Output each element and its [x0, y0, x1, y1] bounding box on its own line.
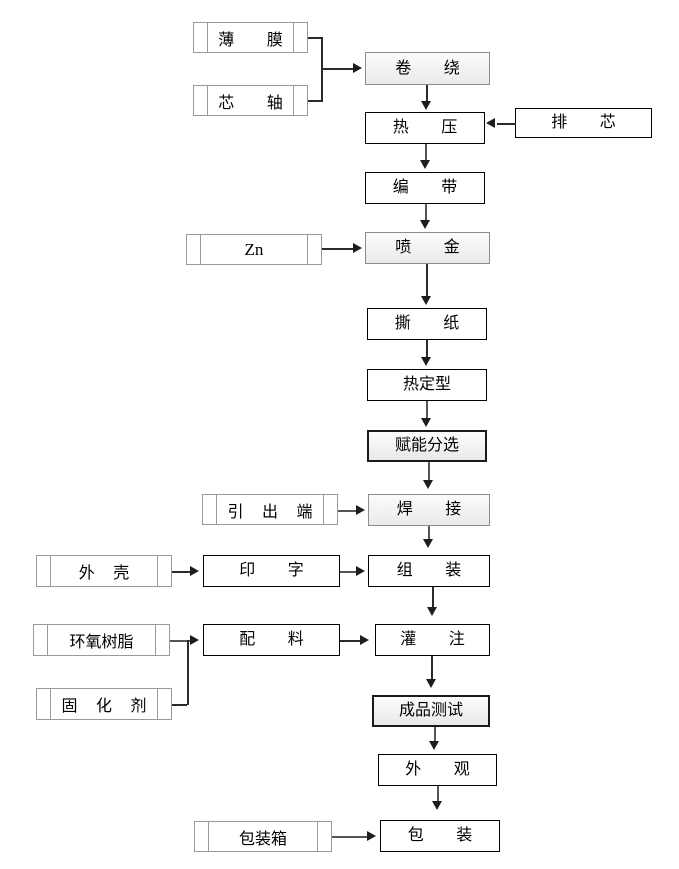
edge-tearpaper-to-heatset [426, 340, 428, 359]
arrowhead-to-compounding [190, 635, 199, 645]
arrowhead-to-welding [423, 480, 433, 489]
process-node-heat-setting[interactable]: 热定型 [367, 369, 487, 401]
node-label: 外 壳 [78, 565, 137, 582]
edge-hardener-to-merge [172, 704, 187, 706]
arrowhead-to-winding [353, 63, 362, 73]
material-node-lead-terminal[interactable]: 引 出 端 [202, 494, 338, 525]
edge-zinc-to-metalspray [322, 248, 355, 250]
material-node-mandrel[interactable]: 芯 轴 [193, 85, 308, 116]
arrowhead-to-metalspray-right [353, 243, 362, 253]
node-label: 焊 接 [396, 501, 476, 518]
edge-shell-to-printing [172, 571, 192, 573]
edge-taping-to-metalspray [425, 204, 427, 222]
node-label: 热定型 [402, 376, 451, 393]
process-node-packing[interactable]: 包 装 [380, 820, 500, 852]
node-label: 成品测试 [398, 702, 463, 719]
arrowhead-to-finaltest [426, 679, 436, 688]
material-node-carton[interactable]: 包装箱 [194, 821, 332, 852]
process-node-hot-press[interactable]: 热 压 [365, 112, 485, 144]
node-label: 环氧树脂 [69, 634, 134, 651]
node-label: 排 芯 [551, 114, 630, 131]
node-label: 芯 轴 [218, 94, 297, 112]
node-label: 外 观 [405, 761, 484, 778]
node-label: 印 字 [239, 562, 318, 579]
node-label: 固 化 剂 [61, 698, 154, 715]
edge-compounding-to-potting [340, 640, 362, 642]
edge-sorting-to-welding [428, 462, 430, 482]
edge-printing-to-assembly [340, 571, 359, 573]
node-label: 热 压 [392, 119, 472, 136]
arrowhead-to-assembly [423, 539, 433, 548]
edge-decore-to-hotpress [497, 123, 516, 125]
edge-appearance-to-packing [437, 786, 439, 803]
arrowhead-to-hotpress [421, 101, 431, 110]
process-node-taping[interactable]: 编 带 [365, 172, 485, 204]
arrowhead-to-welding-right [356, 505, 365, 515]
edge-merge-bus-compounding [187, 640, 189, 705]
arrowhead-to-tearpaper [421, 296, 431, 305]
node-label: 灌 注 [400, 631, 479, 648]
edge-winding-to-hotpress [426, 85, 428, 103]
edge-assembly-to-potting [432, 587, 434, 609]
edge-film-to-merge [308, 37, 323, 39]
arrowhead-to-packing-right [367, 831, 376, 841]
edge-welding-to-assembly [428, 526, 430, 541]
material-node-shell[interactable]: 外 壳 [36, 555, 172, 587]
node-label: 包装箱 [238, 830, 287, 848]
arrowhead-to-printing [190, 566, 199, 576]
node-label: 薄 膜 [218, 31, 297, 49]
edge-hotpress-to-taping [425, 144, 427, 162]
process-node-compounding[interactable]: 配 料 [203, 624, 340, 656]
edge-carton-to-packing [332, 836, 369, 838]
edge-mandrel-to-merge [308, 100, 323, 102]
process-node-energizing-sorting[interactable]: 赋能分选 [367, 430, 487, 462]
arrowhead-to-heatset [421, 357, 431, 366]
node-label: 引 出 端 [227, 503, 320, 521]
edge-finaltest-to-appearance [434, 727, 436, 743]
node-label: 组 装 [396, 562, 476, 579]
edge-potting-to-finaltest [431, 656, 433, 681]
node-label: 编 带 [392, 179, 472, 196]
arrowhead-to-packing [432, 801, 442, 810]
node-label: 赋能分选 [394, 437, 459, 454]
material-node-epoxy-resin[interactable]: 环氧树脂 [33, 624, 170, 656]
process-node-potting[interactable]: 灌 注 [375, 624, 490, 656]
process-node-welding[interactable]: 焊 接 [368, 494, 490, 526]
material-node-hardener[interactable]: 固 化 剂 [36, 688, 172, 720]
process-node-core-removal[interactable]: 排 芯 [515, 108, 652, 138]
process-node-appearance-check[interactable]: 外 观 [378, 754, 497, 786]
process-node-tear-paper[interactable]: 撕 纸 [367, 308, 487, 340]
edge-epoxy-to-merge [170, 640, 190, 642]
arrowhead-to-metalspray [420, 220, 430, 229]
process-node-metal-spray[interactable]: 喷 金 [365, 232, 490, 264]
node-label: 撕 纸 [394, 315, 474, 332]
node-label: 配 料 [239, 631, 318, 648]
process-node-final-test[interactable]: 成品测试 [372, 695, 490, 727]
arrowhead-to-taping [420, 160, 430, 169]
process-node-winding[interactable]: 卷 绕 [365, 52, 490, 85]
node-label: 包 装 [407, 827, 487, 844]
arrowhead-to-potting [427, 607, 437, 616]
edge-merge-to-winding [321, 68, 355, 70]
material-node-film[interactable]: 薄 膜 [193, 22, 308, 53]
edge-metalspray-to-tearpaper [426, 264, 428, 298]
arrowhead-to-potting-right [360, 635, 369, 645]
arrowhead-to-assembly-right [356, 566, 365, 576]
edge-heatset-to-sorting [426, 401, 428, 421]
edge-lead-to-welding [338, 510, 358, 512]
node-label: 卷 绕 [395, 59, 474, 77]
node-label: 喷 金 [395, 239, 474, 256]
arrowhead-to-sorting [421, 418, 431, 427]
process-node-printing[interactable]: 印 字 [203, 555, 340, 587]
node-label: Zn [244, 239, 264, 259]
arrowhead-to-hotpress-left [486, 118, 495, 128]
process-node-assembly[interactable]: 组 装 [368, 555, 490, 587]
material-node-zinc[interactable]: Zn [186, 234, 322, 265]
arrowhead-to-appearance [429, 741, 439, 750]
